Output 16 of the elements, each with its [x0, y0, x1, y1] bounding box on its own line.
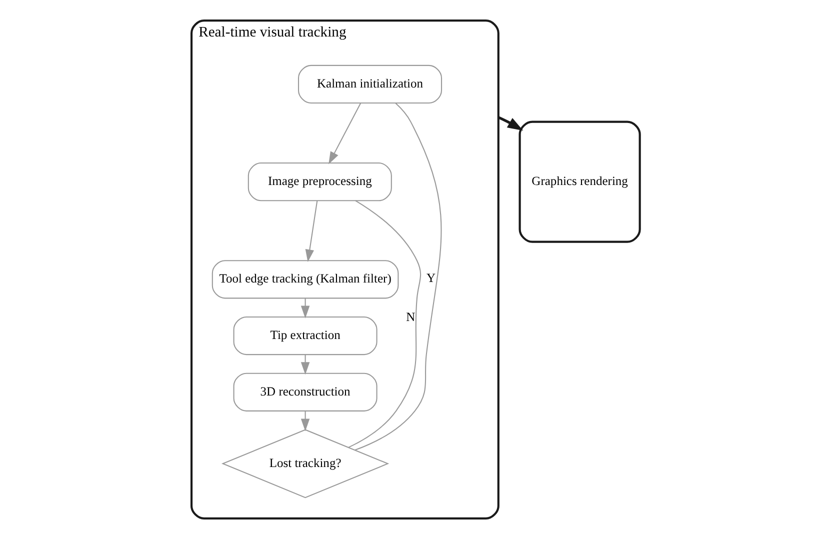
arrow: [497, 116, 523, 131]
node-box: Tool edge tracking (Kalman filter): [211, 260, 398, 299]
arrow: [304, 200, 318, 262]
arrow: [328, 103, 361, 164]
edge-label: Y: [426, 270, 436, 285]
arrow: [300, 354, 310, 375]
node-diamond: Lost tracking?: [220, 429, 389, 498]
connector: [354, 102, 442, 451]
connector: [348, 200, 421, 448]
node-box: Image preprocessing: [247, 162, 392, 202]
node-box: Tip extraction: [232, 316, 377, 356]
node-box: Kalman initialization: [297, 64, 442, 104]
node-box: Graphics rendering: [518, 120, 640, 243]
edge-label: N: [406, 310, 415, 324]
node-box: 3D reconstruction: [232, 372, 377, 412]
arrow: [300, 298, 310, 318]
